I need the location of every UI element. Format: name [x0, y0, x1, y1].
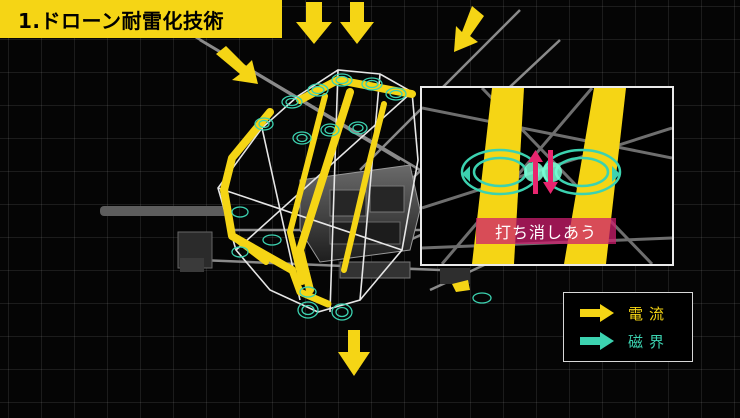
legend-label-current: 電流: [628, 304, 671, 323]
conductor-bands: [220, 76, 416, 308]
legend-item-current: 電流: [580, 301, 670, 325]
magnetic-arrow-icon: [462, 166, 620, 182]
legend-box: 電流 磁界: [563, 292, 693, 362]
cancel-out-caption: 打ち消しあう: [476, 218, 616, 244]
legend-label-magnetic: 磁界: [628, 332, 671, 351]
rotor-left: [100, 206, 230, 272]
legend-item-magnetic: 磁界: [580, 329, 670, 353]
page-title: 1.ドローン耐雷化技術: [18, 8, 225, 33]
current-arrow-icon: [216, 2, 484, 376]
current-arrow-icon: [580, 304, 614, 322]
field-loop-icon: [231, 73, 492, 321]
title-banner: 1.ドローン耐雷化技術: [0, 0, 282, 38]
inset-zoom-panel: 打ち消しあう: [420, 86, 674, 266]
magnetic-arrow-icon: [580, 332, 614, 350]
opposing-arrows-icon: [528, 150, 558, 194]
